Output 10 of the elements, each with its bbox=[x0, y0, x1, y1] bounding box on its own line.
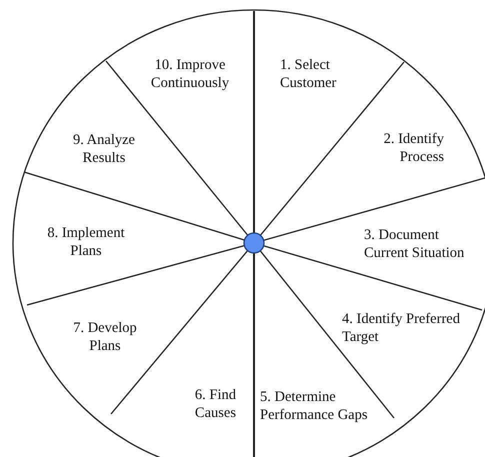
step-label: 4. Identify Preferred Target bbox=[342, 310, 460, 346]
step-label: 5. Determine Performance Gaps bbox=[260, 388, 390, 424]
step-label: 3. Document Current Situation bbox=[364, 226, 484, 262]
step-label: 2. Identify Process bbox=[360, 130, 444, 166]
step-label: 7. Develop Plans bbox=[60, 319, 150, 355]
step-label: 6. Find Causes bbox=[160, 386, 236, 422]
step-label: 10. Improve Continuously bbox=[140, 56, 240, 92]
step-label: 1. Select Customer bbox=[280, 56, 380, 92]
step-label: 8. Implement Plans bbox=[36, 224, 136, 260]
step-label: 9. Analyze Results bbox=[60, 131, 148, 167]
